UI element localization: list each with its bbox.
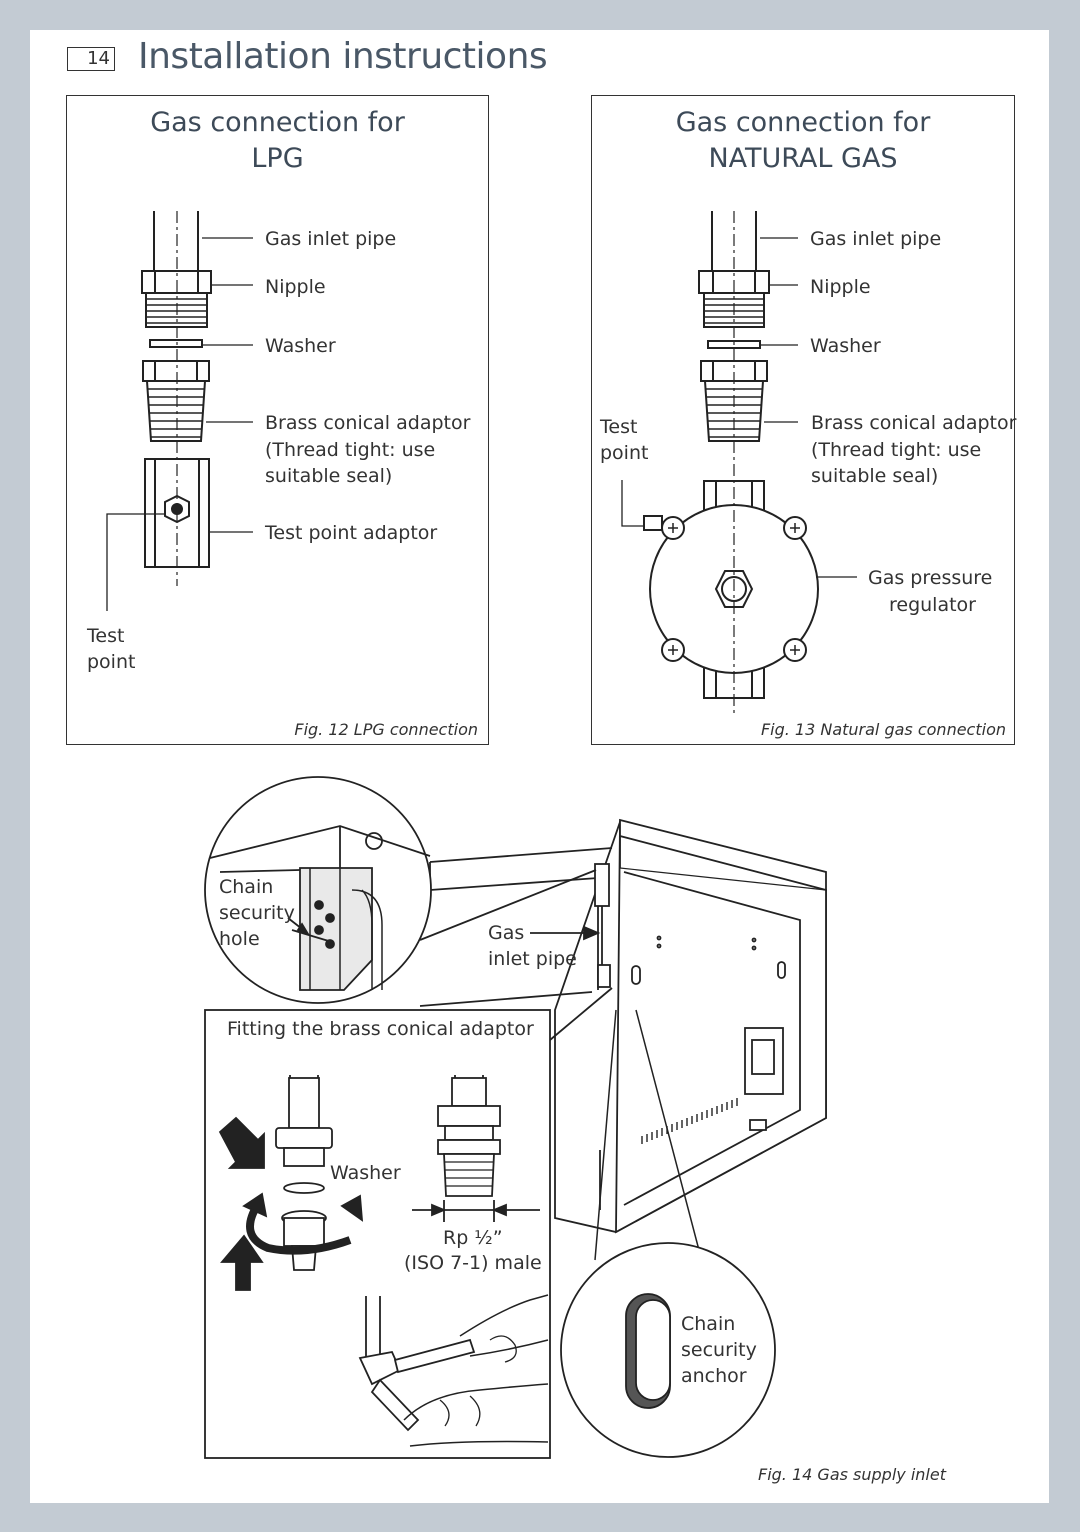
ng-label-test-line1: Test	[600, 416, 638, 438]
lpg-title-line2: LPG	[251, 143, 304, 174]
ng-label-adaptor-line1: Brass conical adaptor	[811, 412, 1017, 434]
page-number: 14	[67, 47, 115, 71]
ng-title-line2: NATURAL GAS	[708, 143, 898, 174]
lpg-label-washer: Washer	[265, 335, 336, 357]
page-title: Installation instructions	[138, 36, 548, 77]
label-anchor-line2: security	[681, 1339, 757, 1361]
lpg-label-gas-inlet-pipe: Gas inlet pipe	[265, 228, 397, 250]
label-gas-pipe-line1: Gas	[488, 922, 525, 944]
fitting-title: Fitting the brass conical adaptor	[227, 1018, 534, 1040]
ng-label-adaptor-line3: suitable seal)	[811, 465, 939, 487]
lpg-label-test-line2: point	[87, 651, 136, 673]
lpg-label-adaptor-line3: suitable seal)	[265, 465, 393, 487]
lpg-title-line1: Gas connection for	[150, 107, 405, 138]
label-washer: Washer	[330, 1162, 401, 1184]
lpg-label-adaptor-line2: (Thread tight: use	[265, 439, 436, 461]
lpg-caption: Fig. 12 LPG connection	[294, 720, 478, 739]
label-thread-line1: Rp ½”	[443, 1227, 503, 1249]
ng-caption: Fig. 13 Natural gas connection	[760, 720, 1006, 739]
label-gas-pipe-line2: inlet pipe	[488, 948, 577, 970]
ng-label-gas-inlet-pipe: Gas inlet pipe	[810, 228, 942, 250]
lpg-panel: Gas connection for LPG	[66, 95, 489, 745]
label-thread-line2: (ISO 7-1) male	[404, 1252, 542, 1274]
label-chain-hole-line3: hole	[219, 928, 260, 950]
ng-title-line1: Gas connection for	[675, 107, 931, 138]
label-chain-hole-line2: security	[219, 902, 295, 924]
lpg-label-adaptor-line1: Brass conical adaptor	[265, 412, 471, 434]
ng-label-regulator-line2: regulator	[889, 594, 976, 616]
gas-supply-caption: Fig. 14 Gas supply inlet	[758, 1465, 946, 1484]
lpg-label-nipple: Nipple	[265, 276, 326, 298]
label-chain-hole-line1: Chain	[219, 876, 274, 898]
ng-label-nipple: Nipple	[810, 276, 871, 298]
label-anchor-line1: Chain	[681, 1313, 736, 1335]
natural-gas-connection-diagram	[621, 211, 857, 716]
lpg-connection-diagram	[106, 211, 253, 611]
ng-label-test-line2: point	[600, 442, 649, 464]
natural-gas-panel: Gas connection for NATURAL GAS	[591, 95, 1017, 745]
ng-label-adaptor-line2: (Thread tight: use	[811, 439, 982, 461]
ng-label-regulator-line1: Gas pressure	[868, 567, 993, 589]
lpg-label-test-point-adaptor: Test point adaptor	[265, 522, 438, 544]
lpg-label-test-line1: Test	[87, 625, 125, 647]
label-anchor-line3: anchor	[681, 1365, 747, 1387]
ng-label-washer: Washer	[810, 335, 881, 357]
